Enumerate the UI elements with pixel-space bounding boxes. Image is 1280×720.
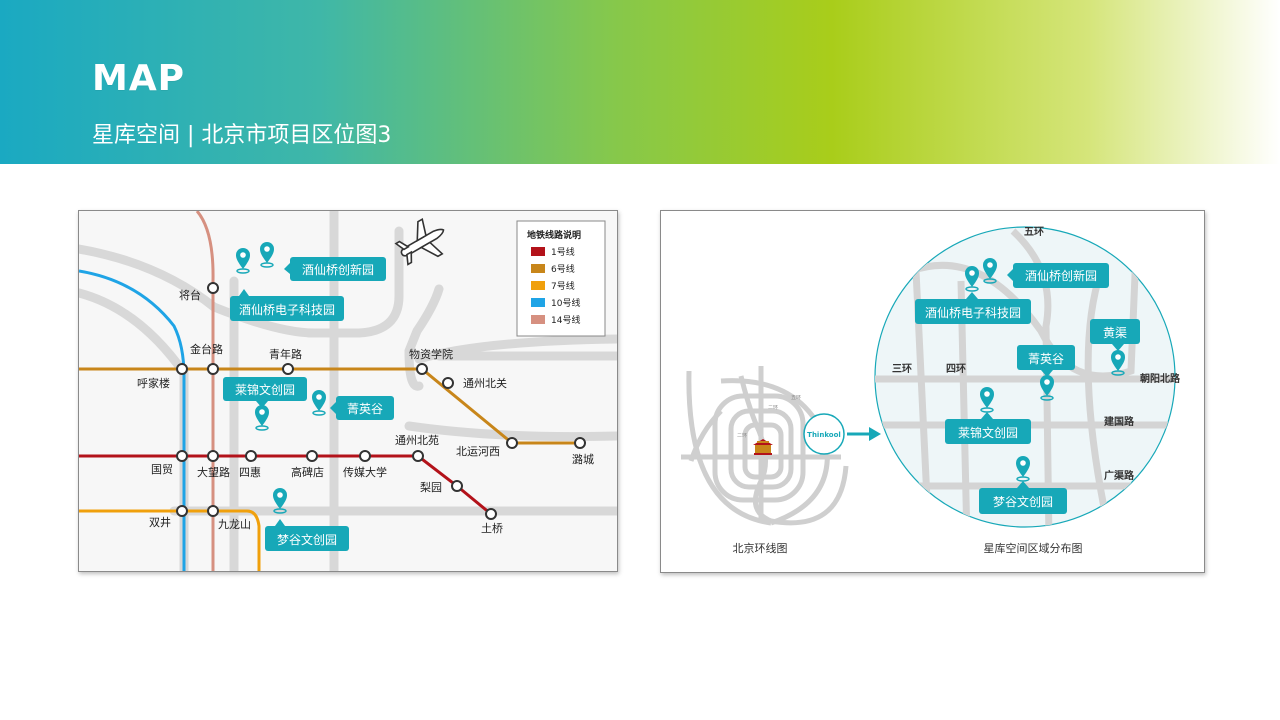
pin-label-laijin[interactable]: 莱锦文创园 — [235, 382, 295, 397]
zone-map-caption: 星库空间区域分布图 — [984, 541, 1083, 555]
subway-map: 将台 金台路 青年路 物资学院 通州北关 呼家楼 通州北苑 北运河西 潞城 国贸… — [79, 211, 617, 571]
zone-label-jingying[interactable]: 菁英谷 — [1028, 352, 1064, 366]
ring-label: 五环 — [791, 395, 801, 401]
zone-callout-group: 酒仙桥创新园 酒仙桥电子科技园 黄渠 菁英谷 莱锦文创园 梦谷文创园 — [915, 263, 1140, 514]
ring-map-panel: 二环 二环 五环 Thinkool 五环 三环 四环 朝阳北路 建国路 广渠路 — [660, 210, 1205, 573]
legend-label: 7号线 — [551, 280, 575, 292]
arrow-right-icon — [847, 427, 881, 441]
station-label: 青年路 — [269, 347, 302, 361]
station-label: 高碑店 — [291, 465, 324, 479]
station-label: 将台 — [179, 288, 201, 302]
station-label: 北运河西 — [456, 445, 500, 458]
header-banner — [0, 0, 1280, 164]
zone-pin-group — [965, 258, 1125, 482]
ring-map: 二环 二环 五环 Thinkool 五环 三环 四环 朝阳北路 建国路 广渠路 — [661, 211, 1204, 572]
station-label: 物资学院 — [409, 347, 453, 361]
subway-legend: 地铁线路说明 1号线 6号线 7号线 10号线 14号线 — [516, 220, 606, 337]
pin-label-jiuxianqiao-dianzi[interactable]: 酒仙桥电子科技园 — [239, 303, 335, 317]
road-label: 三环 — [892, 363, 912, 375]
location-pin-icon[interactable] — [965, 266, 979, 292]
legend-label: 10号线 — [551, 297, 580, 309]
subway-lines — [79, 211, 582, 571]
station-label: 土桥 — [481, 522, 503, 535]
tiananmen-icon — [753, 439, 773, 455]
line-7 — [79, 509, 261, 571]
road-label: 朝阳北路 — [1140, 372, 1181, 385]
road-labels: 五环 三环 四环 朝阳北路 建国路 广渠路 — [892, 226, 1181, 482]
callout-group: 酒仙桥创新园 酒仙桥电子科技园 莱锦文创园 菁英谷 梦谷文创园 — [223, 257, 394, 551]
legend-label: 1号线 — [551, 246, 575, 258]
legend-label: 6号线 — [551, 263, 575, 275]
pin-group — [236, 242, 326, 514]
line-14 — [195, 211, 215, 571]
station-labels: 将台 金台路 青年路 物资学院 通州北关 呼家楼 通州北苑 北运河西 潞城 国贸… — [137, 288, 594, 535]
road-label: 五环 — [1024, 226, 1044, 238]
station-label: 金台路 — [190, 342, 223, 356]
page-subtitle: 星库空间 | 北京市项目区位图3 — [92, 123, 392, 148]
ring-labels: 二环 二环 五环 — [737, 395, 801, 439]
station-label: 九龙山 — [218, 518, 251, 531]
location-pin-icon[interactable] — [1111, 350, 1125, 376]
station-label: 双井 — [149, 515, 171, 529]
station-label: 大望路 — [197, 465, 230, 479]
station-label: 四惠 — [239, 465, 261, 479]
location-pin-icon[interactable] — [983, 258, 997, 284]
station-label: 通州北关 — [463, 376, 507, 390]
thinkool-logo: Thinkool — [807, 431, 841, 439]
zone-label-laijin[interactable]: 莱锦文创园 — [958, 425, 1018, 440]
location-pin-icon[interactable] — [312, 390, 326, 416]
station-markers — [176, 282, 586, 520]
zone-label-jiuxianqiao-dianzi[interactable]: 酒仙桥电子科技园 — [925, 306, 1021, 320]
location-pin-icon[interactable] — [980, 387, 994, 413]
page-title: MAP — [92, 58, 186, 99]
road-label: 广渠路 — [1104, 469, 1135, 482]
station-label: 国贸 — [151, 463, 173, 476]
zone-label-jiuxianqiao-chuangxin[interactable]: 酒仙桥创新园 — [1025, 268, 1097, 283]
location-pin-icon[interactable] — [236, 248, 250, 274]
ring-label: 二环 — [737, 433, 747, 439]
zone-label-huangqu[interactable]: 黄渠 — [1103, 326, 1127, 340]
station-label: 通州北苑 — [395, 434, 439, 447]
location-pin-icon[interactable] — [255, 405, 269, 431]
location-pin-icon[interactable] — [260, 242, 274, 268]
station-label: 潞城 — [572, 452, 594, 466]
airplane-icon — [394, 217, 445, 266]
legend-title: 地铁线路说明 — [527, 229, 581, 241]
ring-map-caption: 北京环线图 — [733, 541, 788, 555]
legend-label: 14号线 — [551, 314, 580, 326]
road-label: 四环 — [946, 363, 966, 375]
location-pin-icon[interactable] — [1040, 375, 1054, 401]
ring-label: 二环 — [768, 405, 778, 411]
pin-label-jingying[interactable]: 菁英谷 — [347, 402, 383, 416]
beijing-ring-diagram — [681, 366, 849, 526]
thinkool-logo-circle — [803, 413, 845, 455]
station-label: 呼家楼 — [137, 376, 170, 390]
line-6 — [79, 367, 582, 445]
zone-label-menggu[interactable]: 梦谷文创园 — [993, 494, 1053, 509]
pin-label-jiuxianqiao-chuangxin[interactable]: 酒仙桥创新园 — [302, 262, 374, 277]
line-10 — [79, 269, 186, 571]
location-pin-icon[interactable] — [1016, 456, 1030, 482]
road-label: 建国路 — [1103, 415, 1135, 428]
station-label: 传媒大学 — [343, 465, 387, 479]
pin-label-menggu[interactable]: 梦谷文创园 — [277, 532, 337, 547]
location-pin-icon[interactable] — [273, 488, 287, 514]
station-label: 梨园 — [420, 480, 442, 494]
subway-map-panel: 将台 金台路 青年路 物资学院 通州北关 呼家楼 通州北苑 北运河西 潞城 国贸… — [78, 210, 618, 572]
